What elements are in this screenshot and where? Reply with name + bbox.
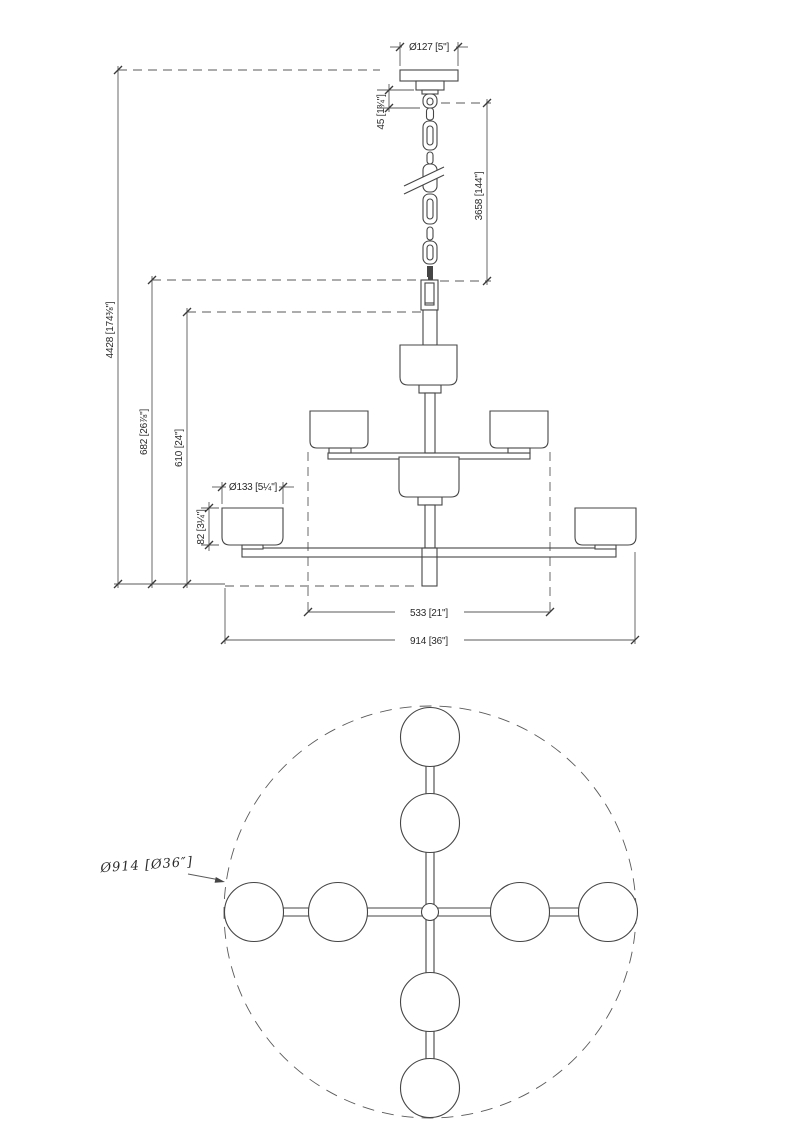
plan-shade-top-outer: [399, 706, 461, 768]
plan-shade-right-inner: [489, 881, 551, 943]
stem: [417, 274, 443, 587]
shades: [221, 344, 637, 550]
dimension-lines: [114, 42, 636, 644]
plan-shade-right-outer: [577, 881, 639, 943]
plan-shades: [223, 706, 639, 1119]
canopy: [399, 69, 459, 109]
bottom-right-shade: [574, 507, 637, 546]
dimension-labels: Ø127 [5"] 45 [1¾"] 3658 [144"] 4428 [174…: [105, 42, 485, 647]
dim-overall-height: 4428 [174⅜"]: [105, 301, 116, 358]
dimension-ticks: [113, 42, 640, 645]
stem-finial: [421, 547, 438, 587]
plan-shade-top-inner: [399, 792, 461, 854]
front-view: Ø127 [5"] 45 [1¾"] 3658 [144"] 4428 [174…: [105, 42, 640, 647]
leader-arrow: [214, 877, 225, 883]
chain-connector: [427, 266, 433, 277]
top-shade: [399, 344, 458, 386]
dim-canopy-diameter: Ø127 [5"]: [409, 42, 450, 53]
break-symbol: [403, 166, 445, 187]
dim-plan-overall-diameter: Ø914 [Ø36″]: [99, 855, 194, 877]
plan-shade-left-inner: [307, 881, 369, 943]
chain: [403, 107, 445, 277]
dim-canopy-to-chain: 45 [1¾"]: [376, 94, 387, 130]
plan-callout: Ø914 [Ø36″]: [99, 855, 225, 883]
dim-chain-length: 3658 [144"]: [474, 171, 485, 220]
center-lower-shade: [398, 456, 460, 498]
dim-shade-height: 82 [3¼"]: [195, 509, 207, 545]
dim-body-height: 610 [24"]: [174, 429, 185, 467]
dim-ceiling-to-body: 682 [26⅞"]: [139, 409, 150, 455]
plan-center-hub: [420, 902, 440, 922]
middle-left-shade: [309, 410, 369, 449]
dim-middle-tier-width: 533 [21"]: [410, 608, 448, 619]
middle-right-shade: [489, 410, 549, 449]
plan-shade-left-outer: [223, 881, 285, 943]
plan-shade-bottom-outer: [399, 1057, 461, 1119]
dim-overall-width: 914 [36"]: [410, 636, 448, 647]
plan-view: Ø914 [Ø36″]: [99, 705, 639, 1119]
bottom-tier-arm: [241, 547, 617, 558]
plan-shade-bottom-inner: [399, 971, 461, 1033]
bottom-left-shade: [221, 507, 284, 546]
dim-shade-diameter: Ø133 [5¼"]: [229, 481, 278, 493]
